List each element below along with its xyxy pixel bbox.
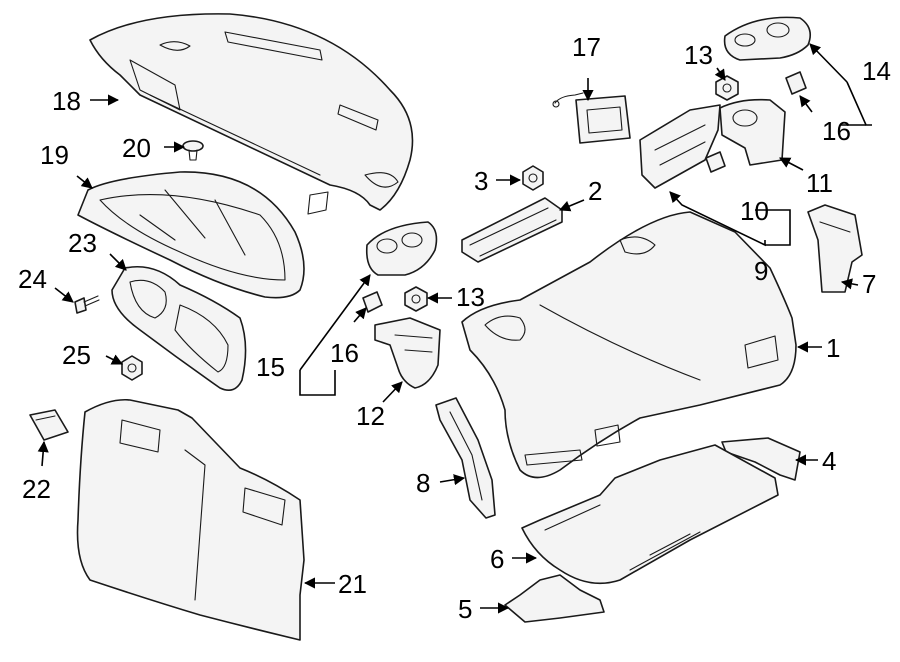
callout-22: 22 [22, 474, 51, 504]
part-3-nut [522, 165, 544, 191]
part-2-striker-cover [461, 197, 563, 263]
callout-21: 21 [338, 569, 367, 599]
leader-2 [558, 199, 585, 212]
callout-10: 10 [740, 196, 769, 226]
leader-14-a [809, 43, 848, 83]
callout-8: 8 [416, 468, 430, 498]
leader-25 [105, 354, 124, 365]
callout-23: 23 [68, 228, 97, 258]
leader-9 [669, 191, 766, 247]
part-10-hinge-cover [639, 104, 721, 189]
part-17-handle [552, 92, 631, 144]
leader-lines [37, 43, 872, 614]
leader-16-mid [353, 307, 367, 323]
callout-3: 3 [474, 166, 488, 196]
callout-1: 1 [826, 333, 840, 363]
leader-24 [54, 287, 74, 303]
part-19-lid-panel [77, 171, 305, 299]
callout-13-top: 13 [684, 40, 713, 70]
leader-10 [755, 209, 791, 246]
leader-16-top [799, 95, 813, 113]
callout-12: 12 [356, 401, 385, 431]
leader-23 [109, 253, 127, 271]
part-16-clip-right [785, 71, 807, 95]
callout-14: 14 [862, 56, 891, 86]
callout-16-top: 16 [822, 116, 851, 146]
part-10-clip [705, 151, 726, 173]
callout-24: 24 [18, 264, 47, 294]
leader-8 [439, 474, 466, 486]
part-13-nut-mid [404, 286, 428, 312]
leader-13-top [714, 67, 726, 81]
callout-19: 19 [40, 140, 69, 170]
leader-15 [299, 370, 336, 396]
leader-12 [382, 381, 403, 403]
callout-25: 25 [62, 340, 91, 370]
leader-19 [76, 175, 93, 189]
callout-6: 6 [490, 544, 504, 574]
callout-17: 17 [572, 32, 601, 62]
part-5-trim [504, 574, 605, 623]
callout-16-mid: 16 [330, 338, 359, 368]
callout-4: 4 [822, 446, 836, 476]
part-12-bracket [374, 317, 441, 389]
callout-13-mid: 13 [456, 282, 485, 312]
part-21-partition-trim [76, 398, 305, 641]
part-15-cupholder [365, 221, 438, 276]
callout-9: 9 [754, 256, 768, 286]
leader-7 [840, 278, 859, 290]
part-7-side-panel [807, 204, 863, 293]
part-6-floor-mat [521, 444, 779, 585]
callout-labels: 1 2 3 4 5 6 7 8 9 10 11 12 13 13 14 15 1… [18, 32, 891, 624]
callout-20: 20 [122, 133, 151, 163]
part-13-nut-top [715, 75, 739, 101]
part-8-side-trim [435, 397, 496, 519]
part-14-cupholder [723, 16, 811, 61]
leader-22 [37, 440, 49, 467]
part-11-bracket [719, 98, 786, 166]
part-18-package-tray [89, 13, 414, 215]
part-20-clip [182, 140, 204, 161]
callout-2: 2 [588, 176, 602, 206]
callout-15: 15 [256, 352, 285, 382]
part-1-trunk-trim [461, 211, 797, 479]
callout-5: 5 [458, 594, 472, 624]
leader-11 [779, 157, 804, 171]
part-25-nut [121, 355, 143, 381]
callout-7: 7 [862, 269, 876, 299]
callout-11: 11 [806, 168, 833, 198]
callout-18: 18 [52, 86, 81, 116]
part-22-cap [29, 409, 69, 441]
part-24-bolt [74, 295, 100, 314]
leader-15-a [299, 274, 371, 371]
part-23-lid-frame [111, 266, 247, 391]
